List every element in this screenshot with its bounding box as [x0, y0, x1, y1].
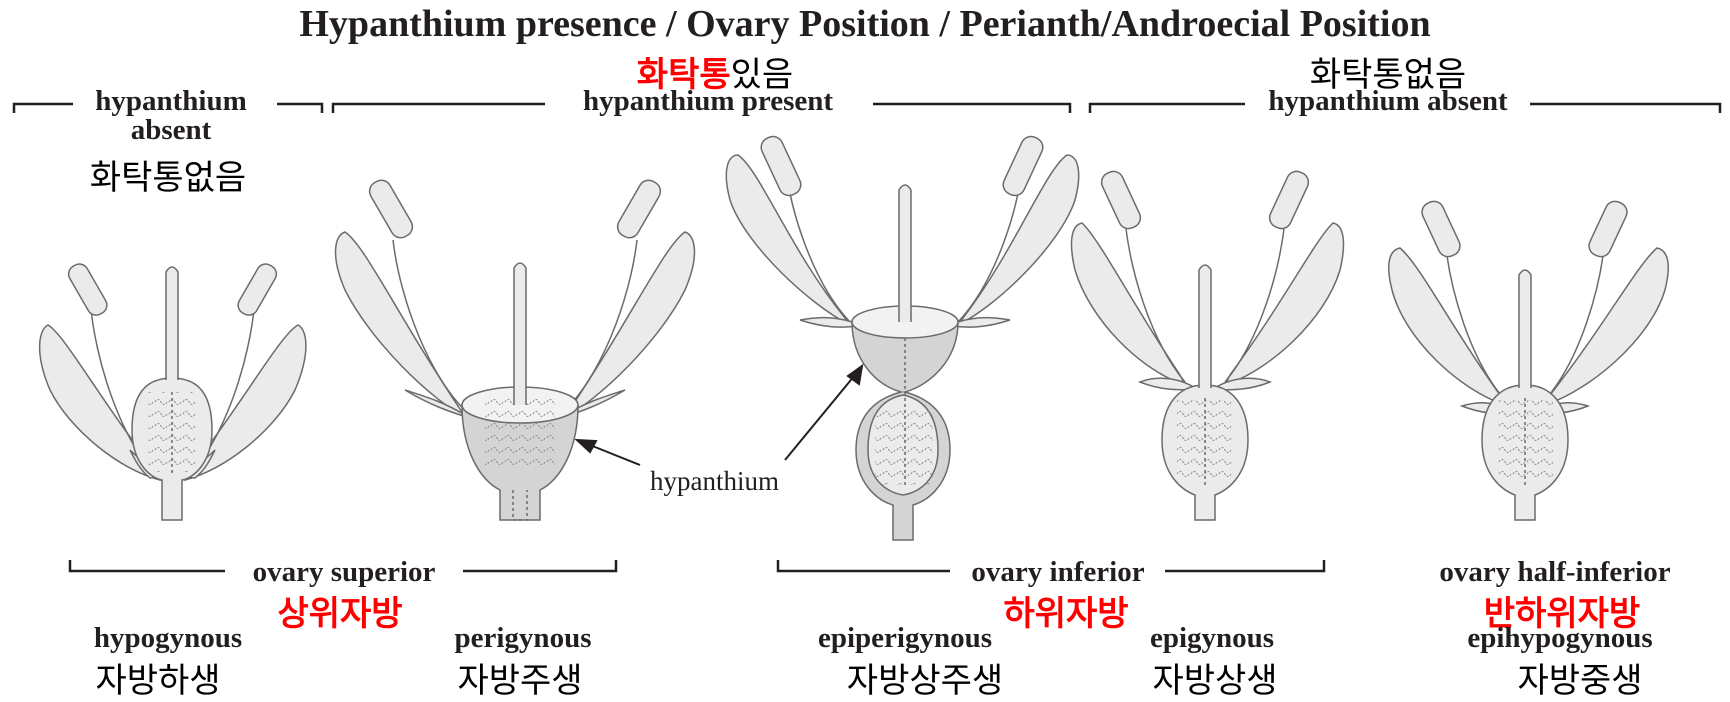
- term-epihypogynous-korean: 자방중생: [1517, 653, 1642, 702]
- term-epigynous-korean: 자방상생: [1152, 653, 1277, 702]
- hypanthium-callout-label: hypanthium: [650, 466, 779, 497]
- term-hypogynous-korean: 자방하생: [95, 653, 220, 702]
- hypanthium-absent-left-label: hypanthium absent: [95, 85, 247, 147]
- term-epigynous: epigynous: [1150, 622, 1274, 655]
- hypanthium-arrows: [577, 366, 862, 465]
- hypanthium-absent-left-line2: absent: [95, 114, 247, 147]
- term-hypogynous: hypogynous: [94, 622, 242, 655]
- hypanthium-absent-left-korean: 화탁통없음: [90, 150, 246, 199]
- term-perigynous: perigynous: [455, 622, 592, 655]
- flower-hypogynous: [40, 261, 306, 520]
- flower-perigynous: [336, 177, 695, 520]
- ovary-inferior-korean: 하위자방: [1003, 586, 1128, 635]
- flower-epiperigynous: [726, 133, 1078, 540]
- term-epiperigynous: epiperigynous: [818, 622, 992, 655]
- ovary-half-inferior-label: ovary half-inferior: [1439, 556, 1670, 589]
- ovary-superior-korean: 상위자방: [277, 586, 402, 635]
- term-epiperigynous-korean: 자방상주생: [847, 653, 1003, 702]
- ovary-superior-label: ovary superior: [253, 556, 436, 589]
- flower-epigynous: [1071, 168, 1343, 520]
- term-epihypogynous: epihypogynous: [1467, 622, 1652, 655]
- ovary-inferior-label: ovary inferior: [971, 556, 1144, 589]
- hypanthium-present-label: hypanthium present: [583, 85, 833, 118]
- flower-epihypogynous: [1389, 198, 1669, 520]
- term-perigynous-korean: 자방주생: [457, 653, 582, 702]
- hypanthium-absent-right-label: hypanthium absent: [1268, 85, 1507, 118]
